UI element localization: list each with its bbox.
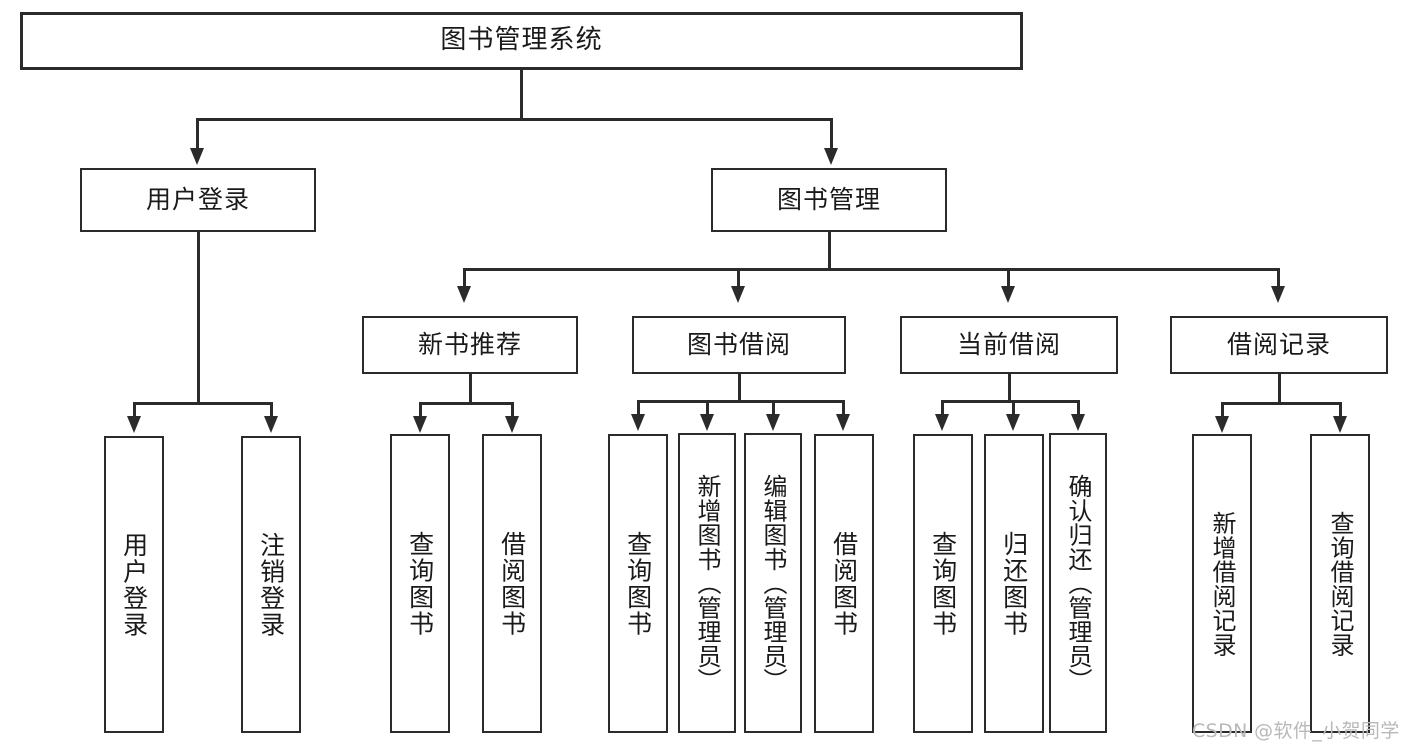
node-label: 借阅记录 <box>1226 329 1331 359</box>
arrow-to-book-mgmt <box>824 148 838 165</box>
edge-book-borrow-leaf-1 <box>637 400 640 418</box>
leaf-confirm-return-admin[interactable]: 确认归还（管理员） <box>1049 433 1107 733</box>
edge-root-to-book-mgmt <box>830 118 833 150</box>
edge-to-book-borrow <box>737 268 740 290</box>
arrow-book-borrow-leaf-1 <box>631 414 645 431</box>
node-label: 查询图书 <box>928 530 958 637</box>
node-label: 当前借阅 <box>956 329 1061 359</box>
arrow-book-borrow-leaf-3 <box>766 414 780 431</box>
node-user-login[interactable]: 用户登录 <box>80 168 316 232</box>
node-label: 新增借阅记录 <box>1208 510 1236 657</box>
node-label: 用户登录 <box>145 184 250 214</box>
arrow-to-user-login <box>190 148 204 165</box>
leaf-edit-book-admin[interactable]: 编辑图书（管理员） <box>744 433 802 733</box>
node-label: 图书管理 <box>776 184 881 214</box>
arrow-to-new-book <box>457 286 471 303</box>
arrow-to-leaf-logout <box>264 416 278 433</box>
node-book-borrow[interactable]: 图书借阅 <box>632 316 846 374</box>
edge-root-to-user-login <box>196 118 199 150</box>
arrow-current-borrow-leaf-2 <box>1006 414 1020 431</box>
edge-root-down <box>520 70 523 120</box>
leaf-borrow-book[interactable]: 借阅图书 <box>814 434 874 733</box>
edge-new-book-leaf-2 <box>511 402 514 418</box>
edge-book-borrow-bus <box>637 400 844 403</box>
edge-book-borrow-leaf-4 <box>842 400 845 418</box>
edge-current-borrow-down <box>1008 374 1011 402</box>
edge-book-borrow-leaf-3 <box>772 400 775 418</box>
node-label: 查询借阅记录 <box>1326 510 1354 657</box>
edge-borrow-record-leaf-2 <box>1339 402 1342 418</box>
edge-to-borrow-record <box>1277 268 1280 290</box>
leaf-query-book-current[interactable]: 查询图书 <box>913 434 973 733</box>
node-label: 借阅图书 <box>829 530 859 637</box>
node-book-management[interactable]: 图书管理 <box>711 168 947 232</box>
node-label: 编辑图书（管理员） <box>759 473 787 693</box>
arrow-borrow-record-leaf-1 <box>1215 416 1229 433</box>
leaf-query-borrow-record[interactable]: 查询借阅记录 <box>1310 434 1370 733</box>
arrow-current-borrow-leaf-3 <box>1071 414 1085 431</box>
node-label: 借阅图书 <box>497 530 527 637</box>
node-label: 查询图书 <box>405 530 435 637</box>
arrow-new-book-leaf-1 <box>413 416 427 433</box>
arrow-current-borrow-leaf-1 <box>935 414 949 431</box>
node-borrow-record[interactable]: 借阅记录 <box>1170 316 1388 374</box>
arrow-new-book-leaf-2 <box>505 416 519 433</box>
edge-book-borrow-leaf-2 <box>706 400 709 418</box>
edge-current-borrow-leaf-1 <box>941 400 944 418</box>
node-label: 注销登录 <box>256 531 286 638</box>
node-label: 新书推荐 <box>417 329 522 359</box>
edge-borrow-record-bus <box>1221 402 1340 405</box>
edge-new-book-leaf-1 <box>419 402 422 418</box>
watermark-text: CSDN @软件_小贺同学 <box>1192 720 1400 742</box>
node-label: 查询图书 <box>623 530 653 637</box>
edge-root-bus <box>196 118 833 121</box>
edge-book-mgmt-down <box>828 232 831 270</box>
edge-user-login-to-leaf-2 <box>270 402 273 420</box>
edge-current-borrow-leaf-3 <box>1077 400 1080 418</box>
arrow-to-leaf-user-login <box>127 416 141 433</box>
edge-current-borrow-bus <box>941 400 1077 403</box>
edge-new-book-bus <box>419 402 512 405</box>
node-new-book-recommend[interactable]: 新书推荐 <box>362 316 578 374</box>
node-label: 新增图书（管理员） <box>693 473 721 693</box>
edge-current-borrow-leaf-2 <box>1012 400 1015 418</box>
node-label: 用户登录 <box>119 531 149 638</box>
arrow-to-borrow-record <box>1271 286 1285 303</box>
leaf-query-book-recommend[interactable]: 查询图书 <box>390 434 450 733</box>
edge-borrow-record-down <box>1278 374 1281 404</box>
leaf-logout[interactable]: 注销登录 <box>241 436 301 733</box>
node-label: 图书管理系统 <box>440 25 603 56</box>
arrow-to-book-borrow <box>731 286 745 303</box>
edge-book-mgmt-bus <box>463 268 1279 271</box>
edge-to-new-book <box>463 268 466 290</box>
edge-to-current-borrow <box>1007 268 1010 290</box>
leaf-return-book[interactable]: 归还图书 <box>984 434 1044 733</box>
node-label: 图书借阅 <box>686 329 791 359</box>
edge-borrow-record-leaf-1 <box>1221 402 1224 418</box>
edge-book-borrow-down <box>738 374 741 402</box>
leaf-user-login[interactable]: 用户登录 <box>104 436 164 733</box>
leaf-borrow-book-recommend[interactable]: 借阅图书 <box>482 434 542 733</box>
leaf-add-borrow-record[interactable]: 新增借阅记录 <box>1192 434 1252 733</box>
edge-user-login-down <box>197 232 200 404</box>
edge-user-login-to-leaf-1 <box>133 402 136 420</box>
leaf-add-book-admin[interactable]: 新增图书（管理员） <box>678 433 736 733</box>
arrow-to-current-borrow <box>1001 286 1015 303</box>
leaf-query-book-borrow[interactable]: 查询图书 <box>608 434 668 733</box>
node-label: 归还图书 <box>999 530 1029 637</box>
arrow-book-borrow-leaf-4 <box>836 414 850 431</box>
node-label: 确认归还（管理员） <box>1064 473 1092 693</box>
edge-user-login-bus <box>133 402 270 405</box>
node-current-borrow[interactable]: 当前借阅 <box>900 316 1118 374</box>
arrow-book-borrow-leaf-2 <box>700 414 714 431</box>
edge-new-book-down <box>469 374 472 404</box>
arrow-borrow-record-leaf-2 <box>1333 416 1347 433</box>
node-root-system[interactable]: 图书管理系统 <box>20 12 1023 70</box>
